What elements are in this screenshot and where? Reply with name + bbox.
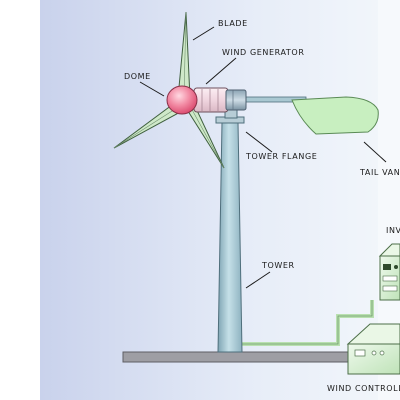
controller-led-1	[371, 350, 377, 356]
tail-vane	[291, 96, 379, 135]
blade-top-rib	[183, 11, 187, 99]
controller-display	[354, 349, 366, 357]
controller-led-2	[379, 350, 385, 356]
wind-generator	[193, 87, 229, 113]
label-tower-flange: TOWER FLANGE	[245, 152, 317, 161]
inverter-display	[383, 264, 391, 270]
label-blade: BLADE	[218, 19, 248, 28]
inverter-indicator	[394, 265, 398, 269]
leader-blade	[192, 26, 215, 41]
generator-hub	[225, 89, 247, 111]
leader-wind-generator	[205, 57, 237, 85]
tower	[217, 121, 243, 353]
label-tail-vane: TAIL VANE	[359, 168, 400, 177]
label-wind-controller: WIND CONTROLLE	[327, 384, 400, 393]
leader-tower-flange	[245, 131, 273, 153]
base-plate	[122, 351, 364, 363]
power-cable-outline	[238, 300, 373, 345]
label-wind-generator: WIND GENERATOR	[222, 48, 304, 57]
wind-controller-box	[347, 343, 400, 375]
inverter-panel-row-1	[382, 275, 398, 282]
leader-tail-vane	[363, 141, 387, 163]
label-tower: TOWER	[261, 261, 295, 270]
blade-lower-right-rib	[189, 105, 225, 169]
inverter-panel-row-2	[382, 285, 398, 292]
leader-dome	[139, 81, 165, 97]
dome	[166, 85, 198, 115]
label-inverter: INV	[386, 226, 400, 235]
blade-lower-left-rib	[113, 105, 181, 149]
leader-tower	[245, 271, 271, 289]
label-dome: DOME	[124, 72, 151, 81]
